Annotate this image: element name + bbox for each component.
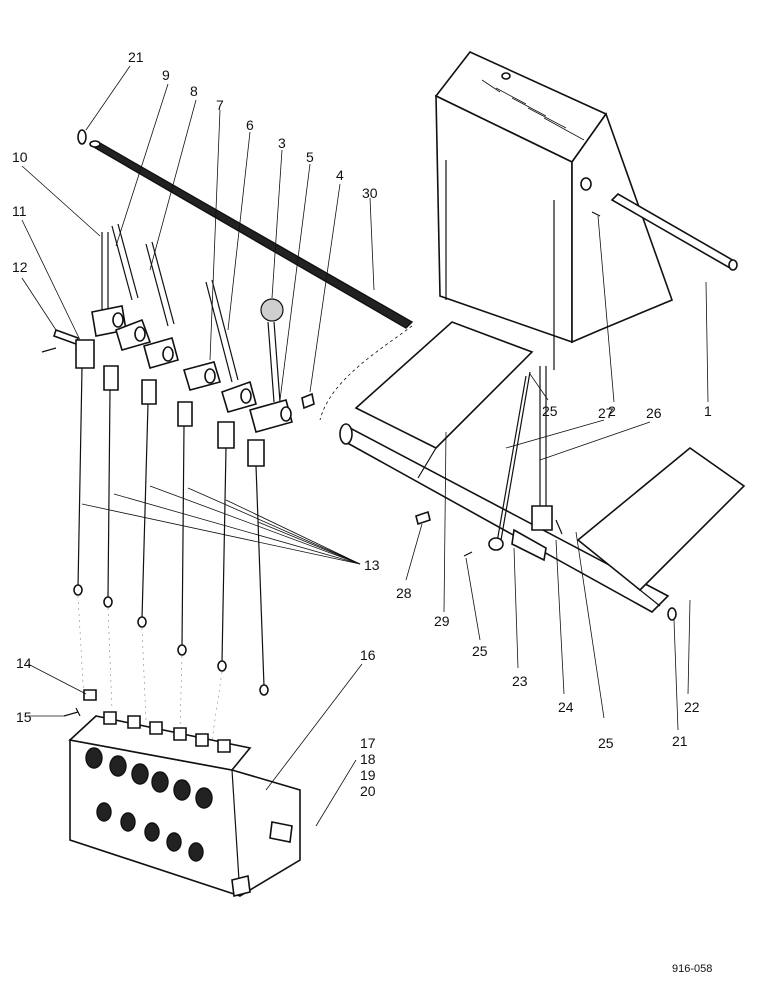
callout-4: 4 — [336, 167, 344, 183]
callout-25-upper: 25 — [542, 403, 558, 419]
callout-25-lower: 25 — [598, 735, 614, 751]
bolt-12 — [41, 328, 80, 353]
lever-8 — [143, 241, 179, 369]
knob-3 — [260, 298, 284, 322]
rod-30 — [89, 140, 414, 329]
figure-reference: 916-058 — [672, 963, 712, 975]
callout-10: 10 — [12, 149, 28, 165]
lever-7 — [182, 361, 222, 391]
callout-28: 28 — [396, 585, 412, 601]
lever-10 — [91, 232, 127, 337]
callout-26: 26 — [646, 405, 662, 421]
callout-30: 30 — [362, 185, 378, 201]
callout-14: 14 — [16, 655, 32, 671]
leader-lines — [21, 65, 709, 827]
callout-3: 3 — [278, 135, 286, 151]
callout-labels: 21 9 8 7 6 3 5 4 30 10 11 12 13 16 17 18… — [12, 49, 712, 799]
callout-2: 2 — [608, 403, 616, 419]
callout-22: 22 — [684, 699, 700, 715]
callout-17: 17 — [360, 735, 376, 751]
callout-8: 8 — [190, 83, 198, 99]
callout-1: 1 — [704, 403, 712, 419]
callout-27: 27 — [598, 405, 614, 421]
callout-9: 9 — [162, 67, 170, 83]
dashed-guide-pedal — [319, 325, 413, 421]
callout-15: 15 — [16, 709, 32, 725]
pedal-assembly — [339, 321, 746, 621]
control-rods-13 — [73, 339, 269, 696]
callout-18: 18 — [360, 751, 376, 767]
callout-7: 7 — [216, 97, 224, 113]
pin-15 — [63, 707, 81, 717]
fitting-4 — [301, 392, 315, 410]
callout-19: 19 — [360, 767, 376, 783]
callout-11: 11 — [12, 203, 27, 219]
lever-6 — [205, 279, 257, 413]
callout-21-lower: 21 — [672, 733, 688, 749]
lever-5 — [249, 321, 293, 433]
callout-13: 13 — [364, 557, 380, 573]
callout-16: 16 — [360, 647, 376, 663]
pin-1 — [610, 193, 738, 271]
callout-20: 20 — [360, 783, 376, 799]
end-cap-21-top — [77, 129, 87, 145]
callout-24: 24 — [558, 699, 574, 715]
support-bracket — [434, 51, 674, 370]
control-valve-16 — [68, 711, 301, 897]
alignment-guides — [77, 595, 223, 741]
pin-2 — [591, 211, 601, 217]
pin-14 — [83, 689, 97, 701]
callout-5: 5 — [306, 149, 314, 165]
lever-9 — [111, 223, 152, 351]
callout-25-middle: 25 — [472, 643, 488, 659]
callout-23: 23 — [512, 673, 528, 689]
callout-21-top: 21 — [128, 49, 144, 65]
callout-12: 12 — [12, 259, 28, 275]
callout-6: 6 — [246, 117, 254, 133]
callout-29: 29 — [434, 613, 450, 629]
